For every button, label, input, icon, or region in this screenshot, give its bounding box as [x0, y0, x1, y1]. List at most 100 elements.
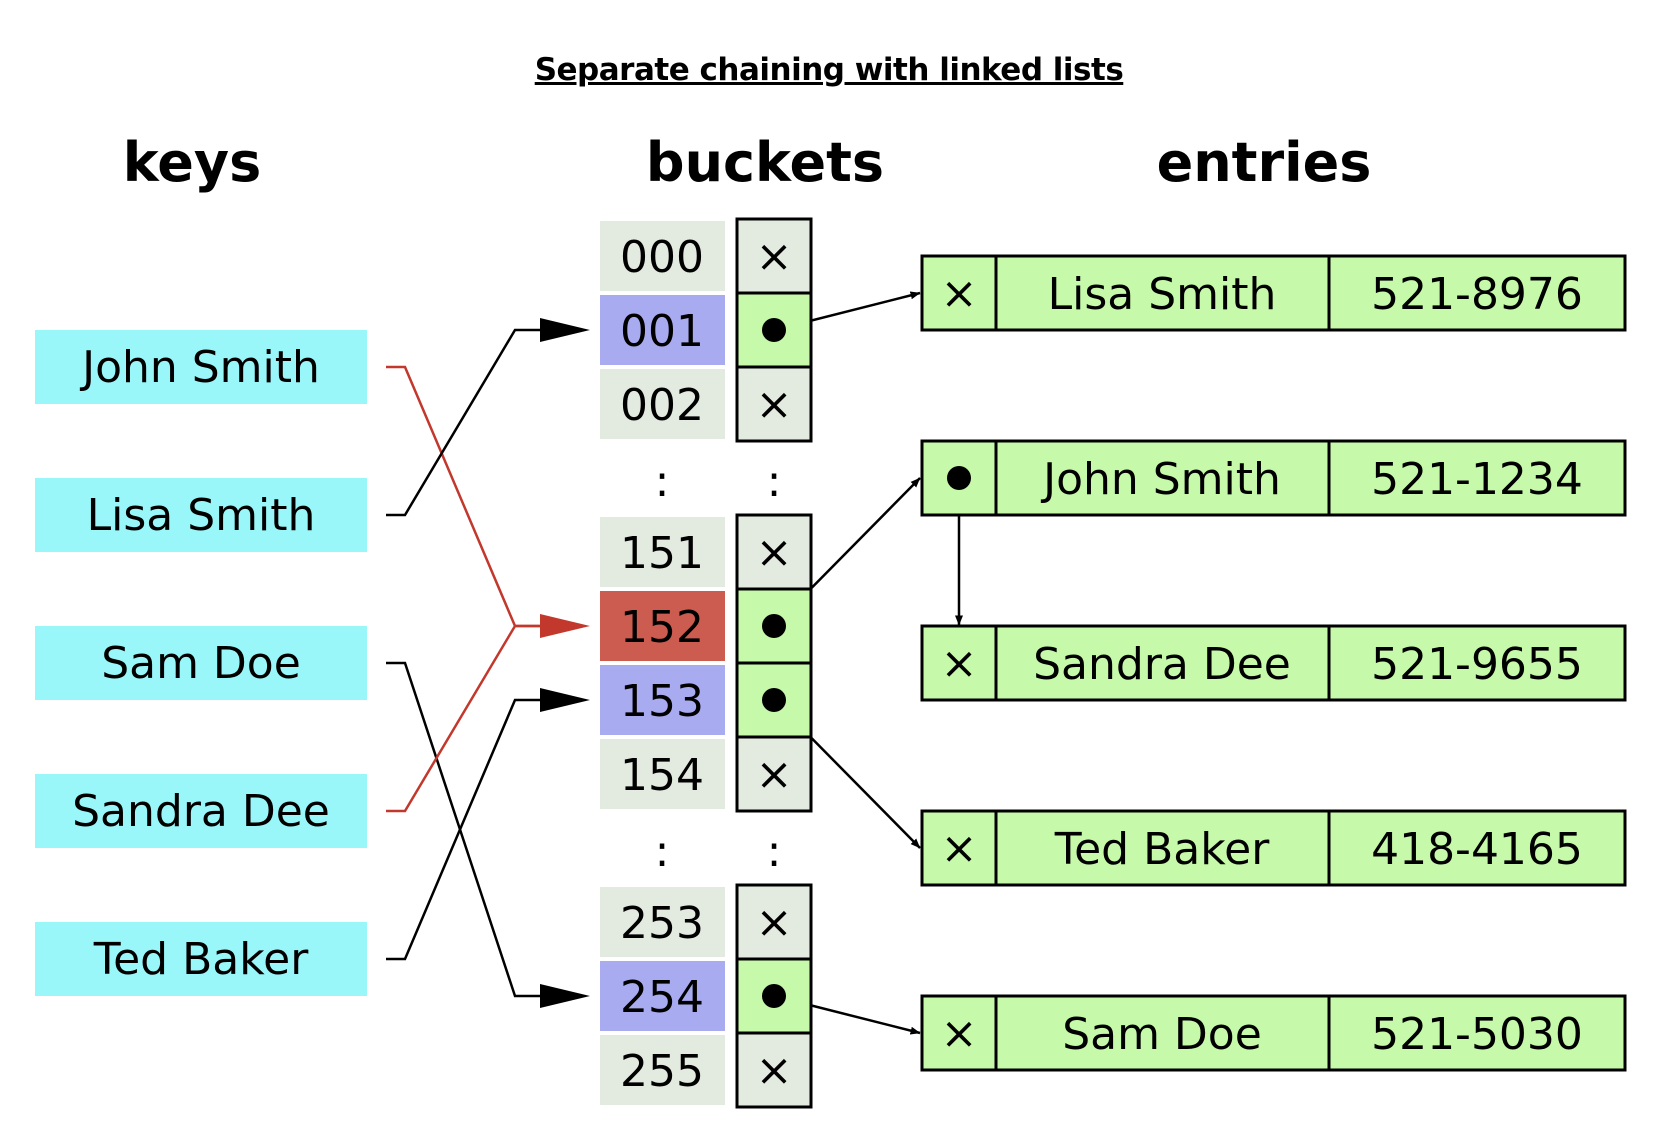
bucket-255: 255 × — [600, 1031, 813, 1109]
pointer-dot-icon — [762, 984, 786, 1008]
bucket-153: 153 — [600, 661, 813, 739]
bucket-151: 151 × — [600, 513, 813, 591]
slot-ellipsis: : — [767, 456, 782, 507]
null-pointer-icon: × — [756, 897, 793, 948]
entry-name: Lisa Smith — [1048, 269, 1277, 320]
bucket-index-label: 153 — [620, 676, 704, 727]
key-label: Lisa Smith — [87, 490, 316, 541]
key-lisa-smith: Lisa Smith — [35, 478, 367, 552]
bucket-index-label: 001 — [620, 306, 704, 357]
pointer-dot-icon — [762, 614, 786, 638]
bucket-000: 000 × — [600, 217, 813, 295]
bucket-index-label: 152 — [620, 602, 704, 653]
pointer-dot-icon — [762, 688, 786, 712]
bucket-254: 254 — [600, 957, 813, 1035]
key-sam-doe: Sam Doe — [35, 626, 367, 700]
buckets-header: buckets — [646, 131, 884, 194]
null-pointer-icon: × — [941, 1008, 978, 1059]
key-box — [35, 922, 367, 996]
hash-line-john-smith — [386, 365, 540, 628]
key-box — [35, 626, 367, 700]
entry-phone: 521-5030 — [1371, 1009, 1583, 1060]
bucket-index-box — [600, 665, 725, 735]
hash-line-ted-baker — [386, 698, 540, 961]
bucket-index-label: 151 — [620, 528, 704, 579]
bucket-index-box — [600, 517, 725, 587]
null-pointer-icon: × — [756, 231, 793, 282]
pointer-dot-icon — [762, 318, 786, 342]
bucket-index-box — [600, 221, 725, 291]
key-label: John Smith — [79, 342, 320, 393]
entry-sam-doe: × Sam Doe 521-5030 — [920, 994, 1627, 1072]
key-box — [35, 330, 367, 404]
arrowhead-icon — [540, 688, 590, 712]
entry-sandra-dee: × Sandra Dee 521-9655 — [920, 624, 1627, 702]
key-ted-baker: Ted Baker — [35, 922, 367, 996]
null-pointer-icon: × — [756, 749, 793, 800]
null-pointer-icon: × — [941, 268, 978, 319]
bucket-index-box — [600, 887, 725, 957]
key-label: Ted Baker — [93, 934, 310, 985]
bucket-index-label: 000 — [620, 232, 704, 283]
arrowhead-icon — [540, 318, 590, 342]
keys-header: keys — [123, 131, 261, 194]
key-john-smith: John Smith — [35, 330, 367, 404]
hash-line-sandra-dee — [386, 624, 540, 813]
null-pointer-icon: × — [756, 379, 793, 430]
bucket-index-box — [600, 961, 725, 1031]
entry-box — [920, 624, 1627, 702]
entry-name: Sam Doe — [1062, 1009, 1262, 1060]
bucket-index-label: 255 — [620, 1046, 704, 1097]
bucket-ellipsis: : — [655, 826, 670, 877]
bucket-154: 154 × — [600, 735, 813, 813]
arrowhead-icon — [540, 614, 590, 638]
entry-name: Sandra Dee — [1033, 639, 1291, 690]
bucket-slot — [735, 217, 813, 295]
bucket-index-box — [600, 369, 725, 439]
bucket-index-box — [600, 739, 725, 809]
bucket-253: 253 × — [600, 883, 813, 961]
entry-lisa-smith: × Lisa Smith 521-8976 — [920, 254, 1627, 332]
entries-header: entries — [1157, 131, 1372, 194]
null-pointer-icon: × — [941, 638, 978, 689]
hash-line-lisa-smith — [386, 328, 540, 517]
bucket-index-label: 154 — [620, 750, 704, 801]
bucket-002: 002 × — [600, 365, 813, 443]
connector-lines — [386, 291, 963, 1035]
bucket-index-label: 002 — [620, 380, 704, 431]
arrowhead-icon — [540, 984, 590, 1008]
entry-phone: 521-1234 — [1371, 454, 1583, 505]
null-pointer-icon: × — [756, 527, 793, 578]
entry-phone: 521-9655 — [1371, 639, 1583, 690]
key-label: Sandra Dee — [72, 786, 330, 837]
bucket-slot — [735, 735, 813, 813]
key-label: Sam Doe — [101, 638, 301, 689]
bucket-slot — [735, 883, 813, 961]
pointer-dots — [762, 318, 971, 1008]
bucket-index-label: 254 — [620, 972, 704, 1023]
bucket-slot — [735, 365, 813, 443]
entry-box — [920, 254, 1627, 332]
diagram-title: Separate chaining with linked lists — [534, 52, 1124, 88]
bucket-slot — [735, 1031, 813, 1109]
bucket-gap: :: — [655, 456, 782, 507]
bucket-index-box — [600, 591, 725, 661]
bucket-ellipsis: : — [655, 456, 670, 507]
slot-ellipsis: : — [767, 826, 782, 877]
bucket-index-box — [600, 295, 725, 365]
bucket-index-label: 253 — [620, 898, 704, 949]
key-sandra-dee: Sandra Dee — [35, 774, 367, 848]
entry-box — [920, 994, 1627, 1072]
bucket-gap: :: — [655, 826, 782, 877]
entry-phone: 521-8976 — [1371, 269, 1583, 320]
null-pointer-icon: × — [756, 1045, 793, 1096]
key-box — [35, 478, 367, 552]
null-pointer-icon: × — [941, 823, 978, 874]
entry-phone: 418-4165 — [1371, 824, 1583, 875]
bucket-index-box — [600, 1035, 725, 1105]
